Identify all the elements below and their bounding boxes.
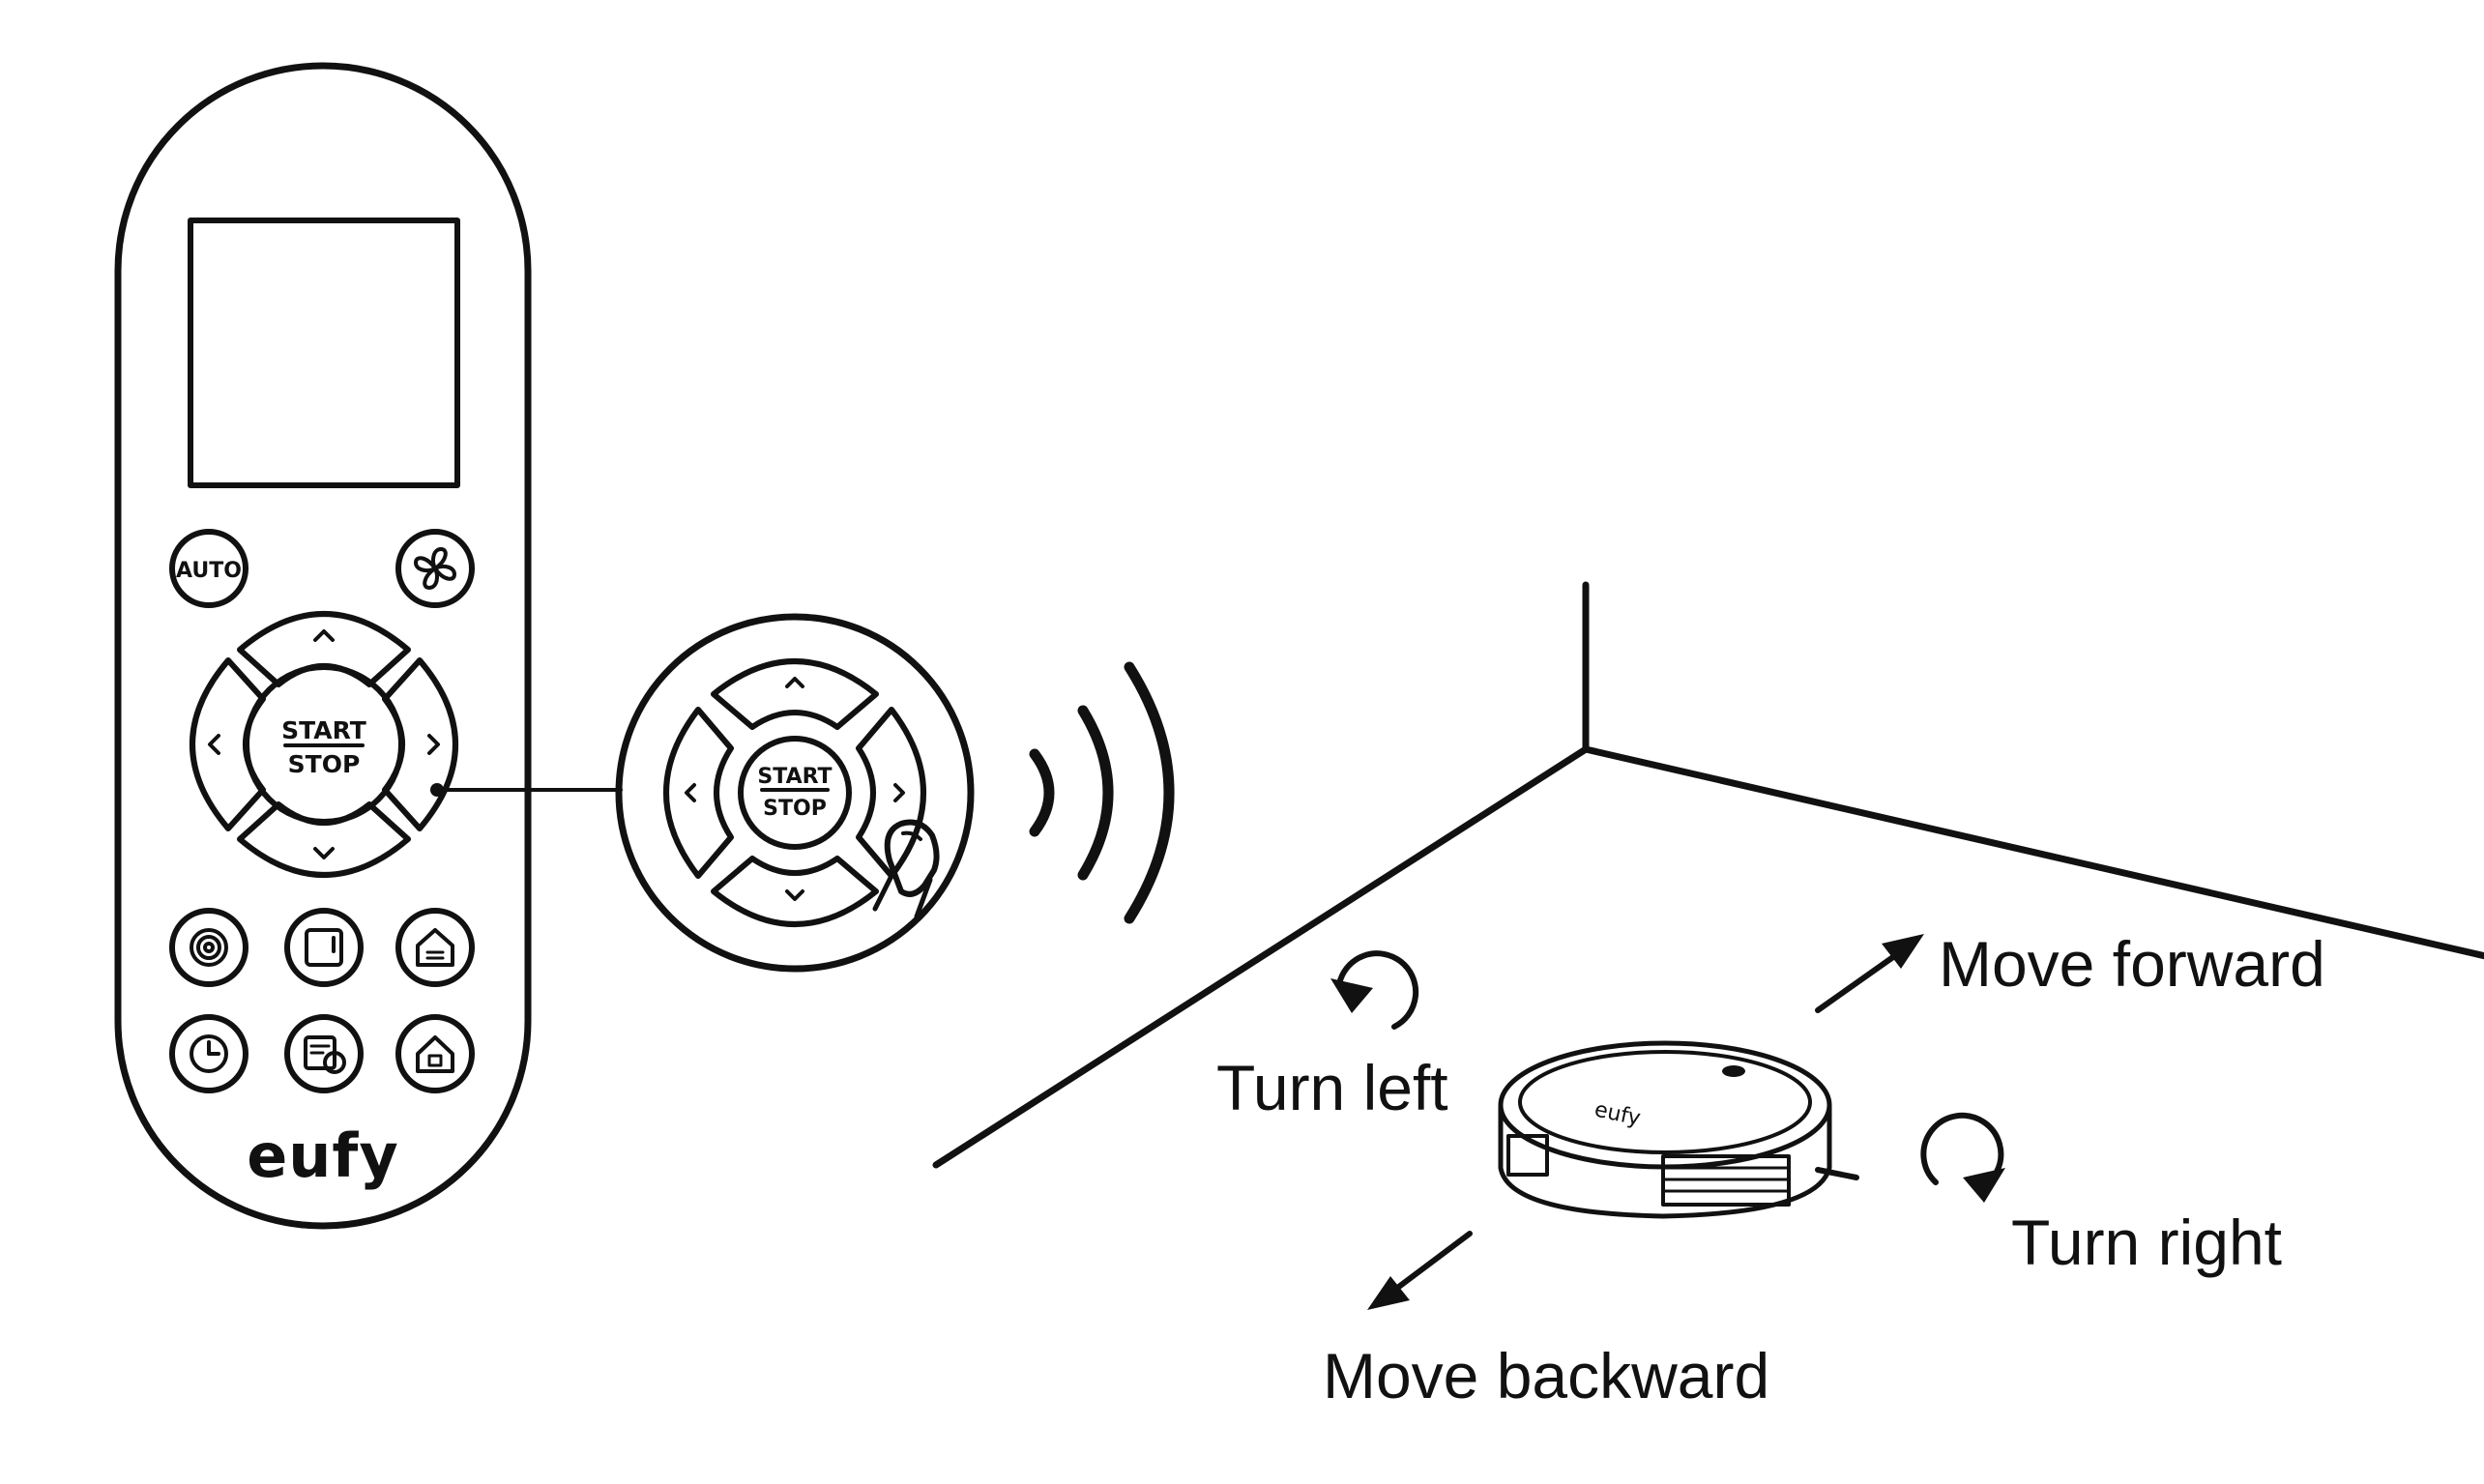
clock-icon xyxy=(190,1034,228,1073)
arrow-right-icon xyxy=(893,783,905,802)
robot-sensor xyxy=(1722,1065,1745,1077)
remote-dpad: START STOP xyxy=(190,611,458,878)
signal-waves-icon xyxy=(1029,661,1175,924)
up-button[interactable] xyxy=(237,611,411,687)
start-label: START xyxy=(281,716,366,744)
zoom-stop-label: STOP xyxy=(763,797,827,821)
move-backward-label: Move backward xyxy=(1323,1340,1769,1411)
arrow-down-icon xyxy=(785,889,804,901)
stop-label: STOP xyxy=(288,750,361,778)
single-room-icon xyxy=(416,928,454,967)
zoomed-dpad: START STOP xyxy=(615,613,975,973)
schedule-button[interactable] xyxy=(284,1014,364,1093)
zoom-right-button[interactable] xyxy=(856,707,926,879)
turn-left-arrow-icon xyxy=(1330,950,1419,1030)
spot-clean-button[interactable] xyxy=(169,908,248,987)
start-stop-button[interactable]: START STOP xyxy=(244,664,404,825)
room-corner xyxy=(932,581,2484,1169)
zoom-up-button[interactable] xyxy=(711,658,879,730)
turn-right-label: Turn right xyxy=(2011,1207,2282,1278)
edge-clean-icon xyxy=(305,928,343,967)
arrow-up-icon xyxy=(313,629,335,642)
robot-top xyxy=(1498,1040,1832,1170)
move-forward-arrow-icon xyxy=(1815,934,1924,1013)
zoom-down-button[interactable] xyxy=(711,856,879,927)
arrow-left-icon xyxy=(685,783,696,802)
single-room-button[interactable] xyxy=(395,908,475,987)
fan-button[interactable] xyxy=(395,529,475,608)
right-button[interactable] xyxy=(382,657,458,831)
move-forward-label: Move forward xyxy=(1939,928,2325,1000)
finger-icon xyxy=(872,819,940,919)
auto-button[interactable]: AUTO xyxy=(169,529,248,608)
zoom-start-stop-button[interactable]: START STOP xyxy=(738,736,852,850)
remote-control: AUTO xyxy=(114,62,532,1230)
spot-clean-icon xyxy=(190,928,228,967)
down-button[interactable] xyxy=(237,801,411,878)
zoom-left-button[interactable] xyxy=(663,707,734,879)
remote-screen xyxy=(188,218,460,488)
home-button[interactable] xyxy=(395,1014,475,1093)
remote-body xyxy=(114,62,532,1230)
edge-clean-button[interactable] xyxy=(284,908,364,987)
clock-button[interactable] xyxy=(169,1014,248,1093)
zoom-circle xyxy=(615,613,975,973)
auto-button-label: AUTO xyxy=(176,559,242,583)
remote-brand-logo: eufy xyxy=(247,1120,399,1191)
robot-brand-logo: eufy xyxy=(1593,1097,1643,1130)
left-button[interactable] xyxy=(190,657,266,831)
arrow-down-icon xyxy=(313,847,335,859)
robot-vacuum: eufy xyxy=(1498,1040,1859,1219)
schedule-icon xyxy=(304,1035,346,1074)
home-icon xyxy=(416,1035,454,1073)
arrow-right-icon xyxy=(427,734,440,755)
turn-right-arrow-icon xyxy=(1920,1112,2005,1203)
arrow-up-icon xyxy=(785,677,804,688)
arrow-left-icon xyxy=(208,734,220,755)
zoom-start-label: START xyxy=(757,765,832,789)
fan-icon xyxy=(414,547,456,590)
robot-side xyxy=(1498,1104,1832,1219)
robot-vents xyxy=(1661,1154,1791,1207)
turn-left-label: Turn left xyxy=(1216,1052,1448,1123)
move-backward-arrow-icon xyxy=(1367,1231,1473,1310)
